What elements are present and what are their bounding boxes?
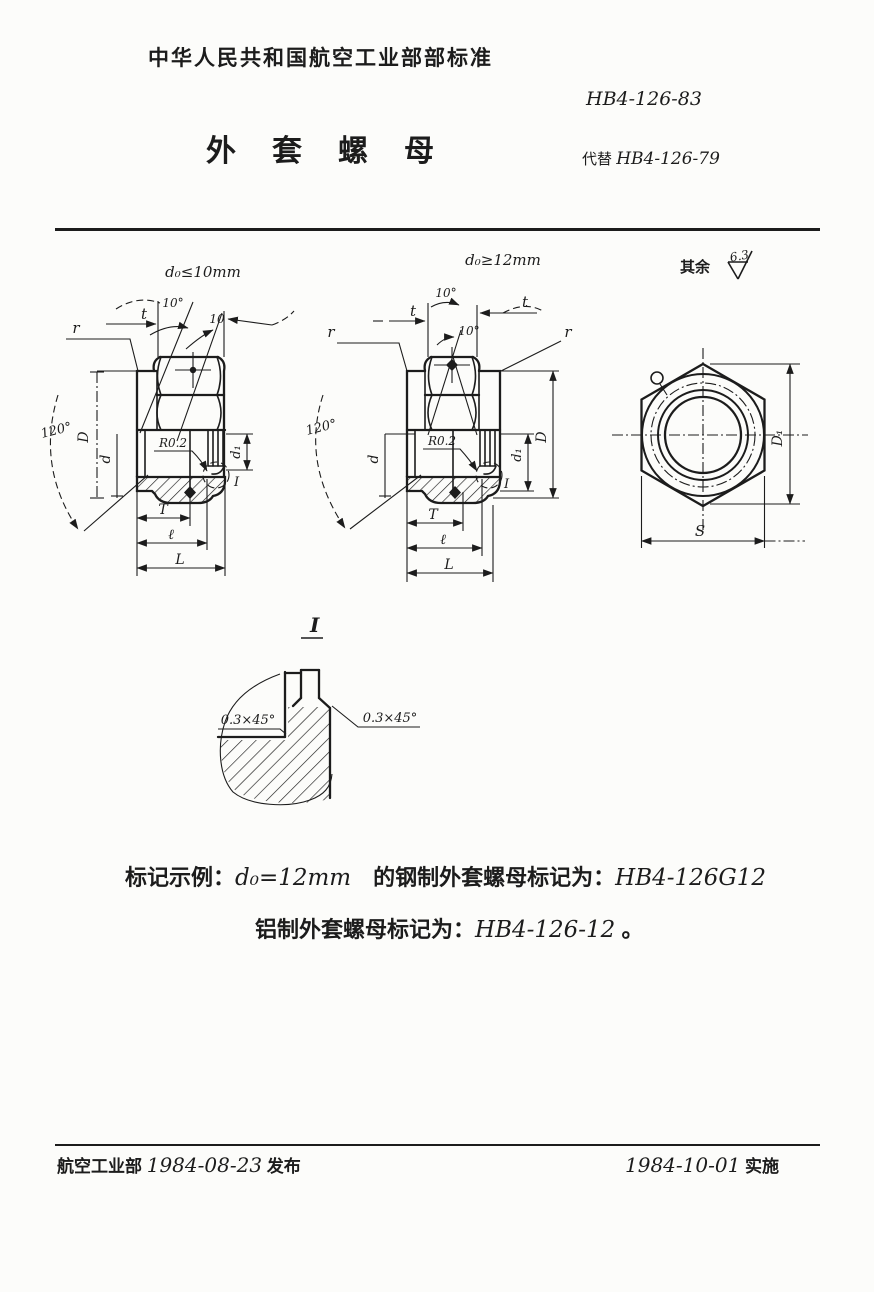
middle-angle-120-label: 120° (304, 417, 338, 439)
left-dim-D-label: D (76, 431, 92, 443)
hex-outline (640, 362, 766, 508)
section-view-large-bore: d₀≥12mm 10° 10° t t r r 120° d d₁ D R0.2… (304, 251, 572, 582)
left-dim-d1-label: d₁ (229, 445, 244, 459)
middle-dim-t-right-label: t (522, 293, 529, 311)
middle-dim-t-left-label: t (410, 302, 417, 320)
left-dim-r-label: r (72, 319, 80, 337)
left-fillet-label: R0.2 (158, 436, 187, 450)
hex-dim-D1-label: D₁ (770, 430, 786, 448)
footer-agency: 航空工业部 (57, 1157, 147, 1176)
hex-end-view: 6.3 其余 D₁ S (612, 247, 808, 548)
middle-dim-r-left-label: r (327, 323, 335, 341)
detail-title: I (309, 613, 320, 637)
left-caption: d₀≤10mm (165, 263, 241, 281)
marking-example-label: 标记示例： (125, 865, 236, 890)
middle-dim-l-label: ℓ (440, 532, 446, 548)
left-dim-t-label: t (141, 305, 148, 323)
left-dim-T-label: T (158, 502, 169, 518)
detail-break-outline (219, 673, 333, 806)
left-angle-10-label: 10° (162, 296, 183, 310)
left-dim-d-label: d (98, 454, 114, 463)
replaces-label: 代替 (582, 151, 613, 168)
middle-angle-10a-label: 10° (435, 286, 456, 300)
middle-dim-T-label: T (428, 507, 439, 523)
marking-example-line1: 标记示例：d₀=12mm 的钢制外套螺母标记为：HB4-126G12 (125, 860, 766, 892)
bottom-divider-line (55, 1144, 820, 1146)
middle-dim-d1-label: d₁ (510, 448, 525, 462)
replaces-number: HB4-126-79 (616, 149, 720, 169)
middle-fillet-label: R0.2 (427, 434, 456, 448)
left-detail-ref-label: I (233, 475, 240, 490)
detail-view-I: I 0.3×45° 0.3×45° (216, 613, 420, 806)
left-nut-outline (135, 355, 227, 505)
roughness-value: 6.3 (729, 247, 751, 264)
marking-steel-code: HB4-126G12 (615, 865, 767, 891)
footer-implemented: 1984-10-01 实施 (625, 1152, 779, 1177)
footer-impl-date: 1984-10-01 (625, 1153, 741, 1177)
middle-dim-D-label: D (534, 431, 550, 443)
middle-caption: d₀≥12mm (465, 251, 541, 269)
replaces-note: 代替 HB4-126-79 (582, 148, 720, 169)
footer-impl-label: 实施 (740, 1157, 780, 1176)
middle-dim-d-label: d (366, 454, 382, 463)
left-angle-120-label: 120° (39, 420, 73, 442)
middle-dim-L-label: L (443, 557, 453, 573)
middle-nut-outline (405, 355, 502, 505)
detail-leaders (218, 705, 420, 735)
document-title: 外套螺母 (206, 135, 470, 168)
roughness-mark: 6.3 (727, 247, 753, 280)
left-angle-10b-label: 10 (209, 312, 225, 326)
marking-alum-code: HB4-126-12 (475, 917, 616, 943)
marking-alum-text: 铝制外套螺母标记为： (255, 917, 476, 942)
hex-annotation-lines (612, 348, 808, 548)
middle-dim-r-right-label: r (564, 323, 572, 341)
left-dim-L-label: L (174, 552, 184, 568)
ministry-standard-heading: 中华人民共和国航空工业部部标准 (148, 47, 493, 70)
detail-chamfer-left-label: 0.3×45° (221, 713, 276, 728)
middle-detail-ref-label: I (503, 477, 510, 492)
footer-issued: 航空工业部 1984-08-23 发布 (57, 1152, 301, 1177)
marking-period: 。 (615, 917, 644, 942)
middle-angle-10b-label: 10° (458, 324, 479, 338)
roughness-label: 其余 (680, 258, 711, 276)
footer-issue-date: 1984-08-23 (146, 1153, 263, 1177)
detail-object-lines (216, 668, 332, 800)
detail-chamfer-right-label: 0.3×45° (363, 711, 418, 726)
marking-steel-text: 的钢制外套螺母标记为： (351, 865, 616, 890)
section-view-small-bore: d₀≤10mm 10° 10 t r 120° D d d₁ R0.2 I T … (39, 263, 295, 576)
marking-dim-text: d₀=12mm (235, 865, 352, 891)
marking-example-line2: 铝制外套螺母标记为：HB4-126-12 。 (255, 912, 643, 944)
hex-dim-S-label: S (695, 522, 705, 540)
detail-hatching (220, 707, 331, 804)
left-dim-l-label: ℓ (168, 527, 174, 543)
standard-number: HB4-126-83 (586, 88, 702, 110)
top-divider-line (55, 228, 820, 231)
footer-issued-label: 发布 (262, 1157, 301, 1176)
